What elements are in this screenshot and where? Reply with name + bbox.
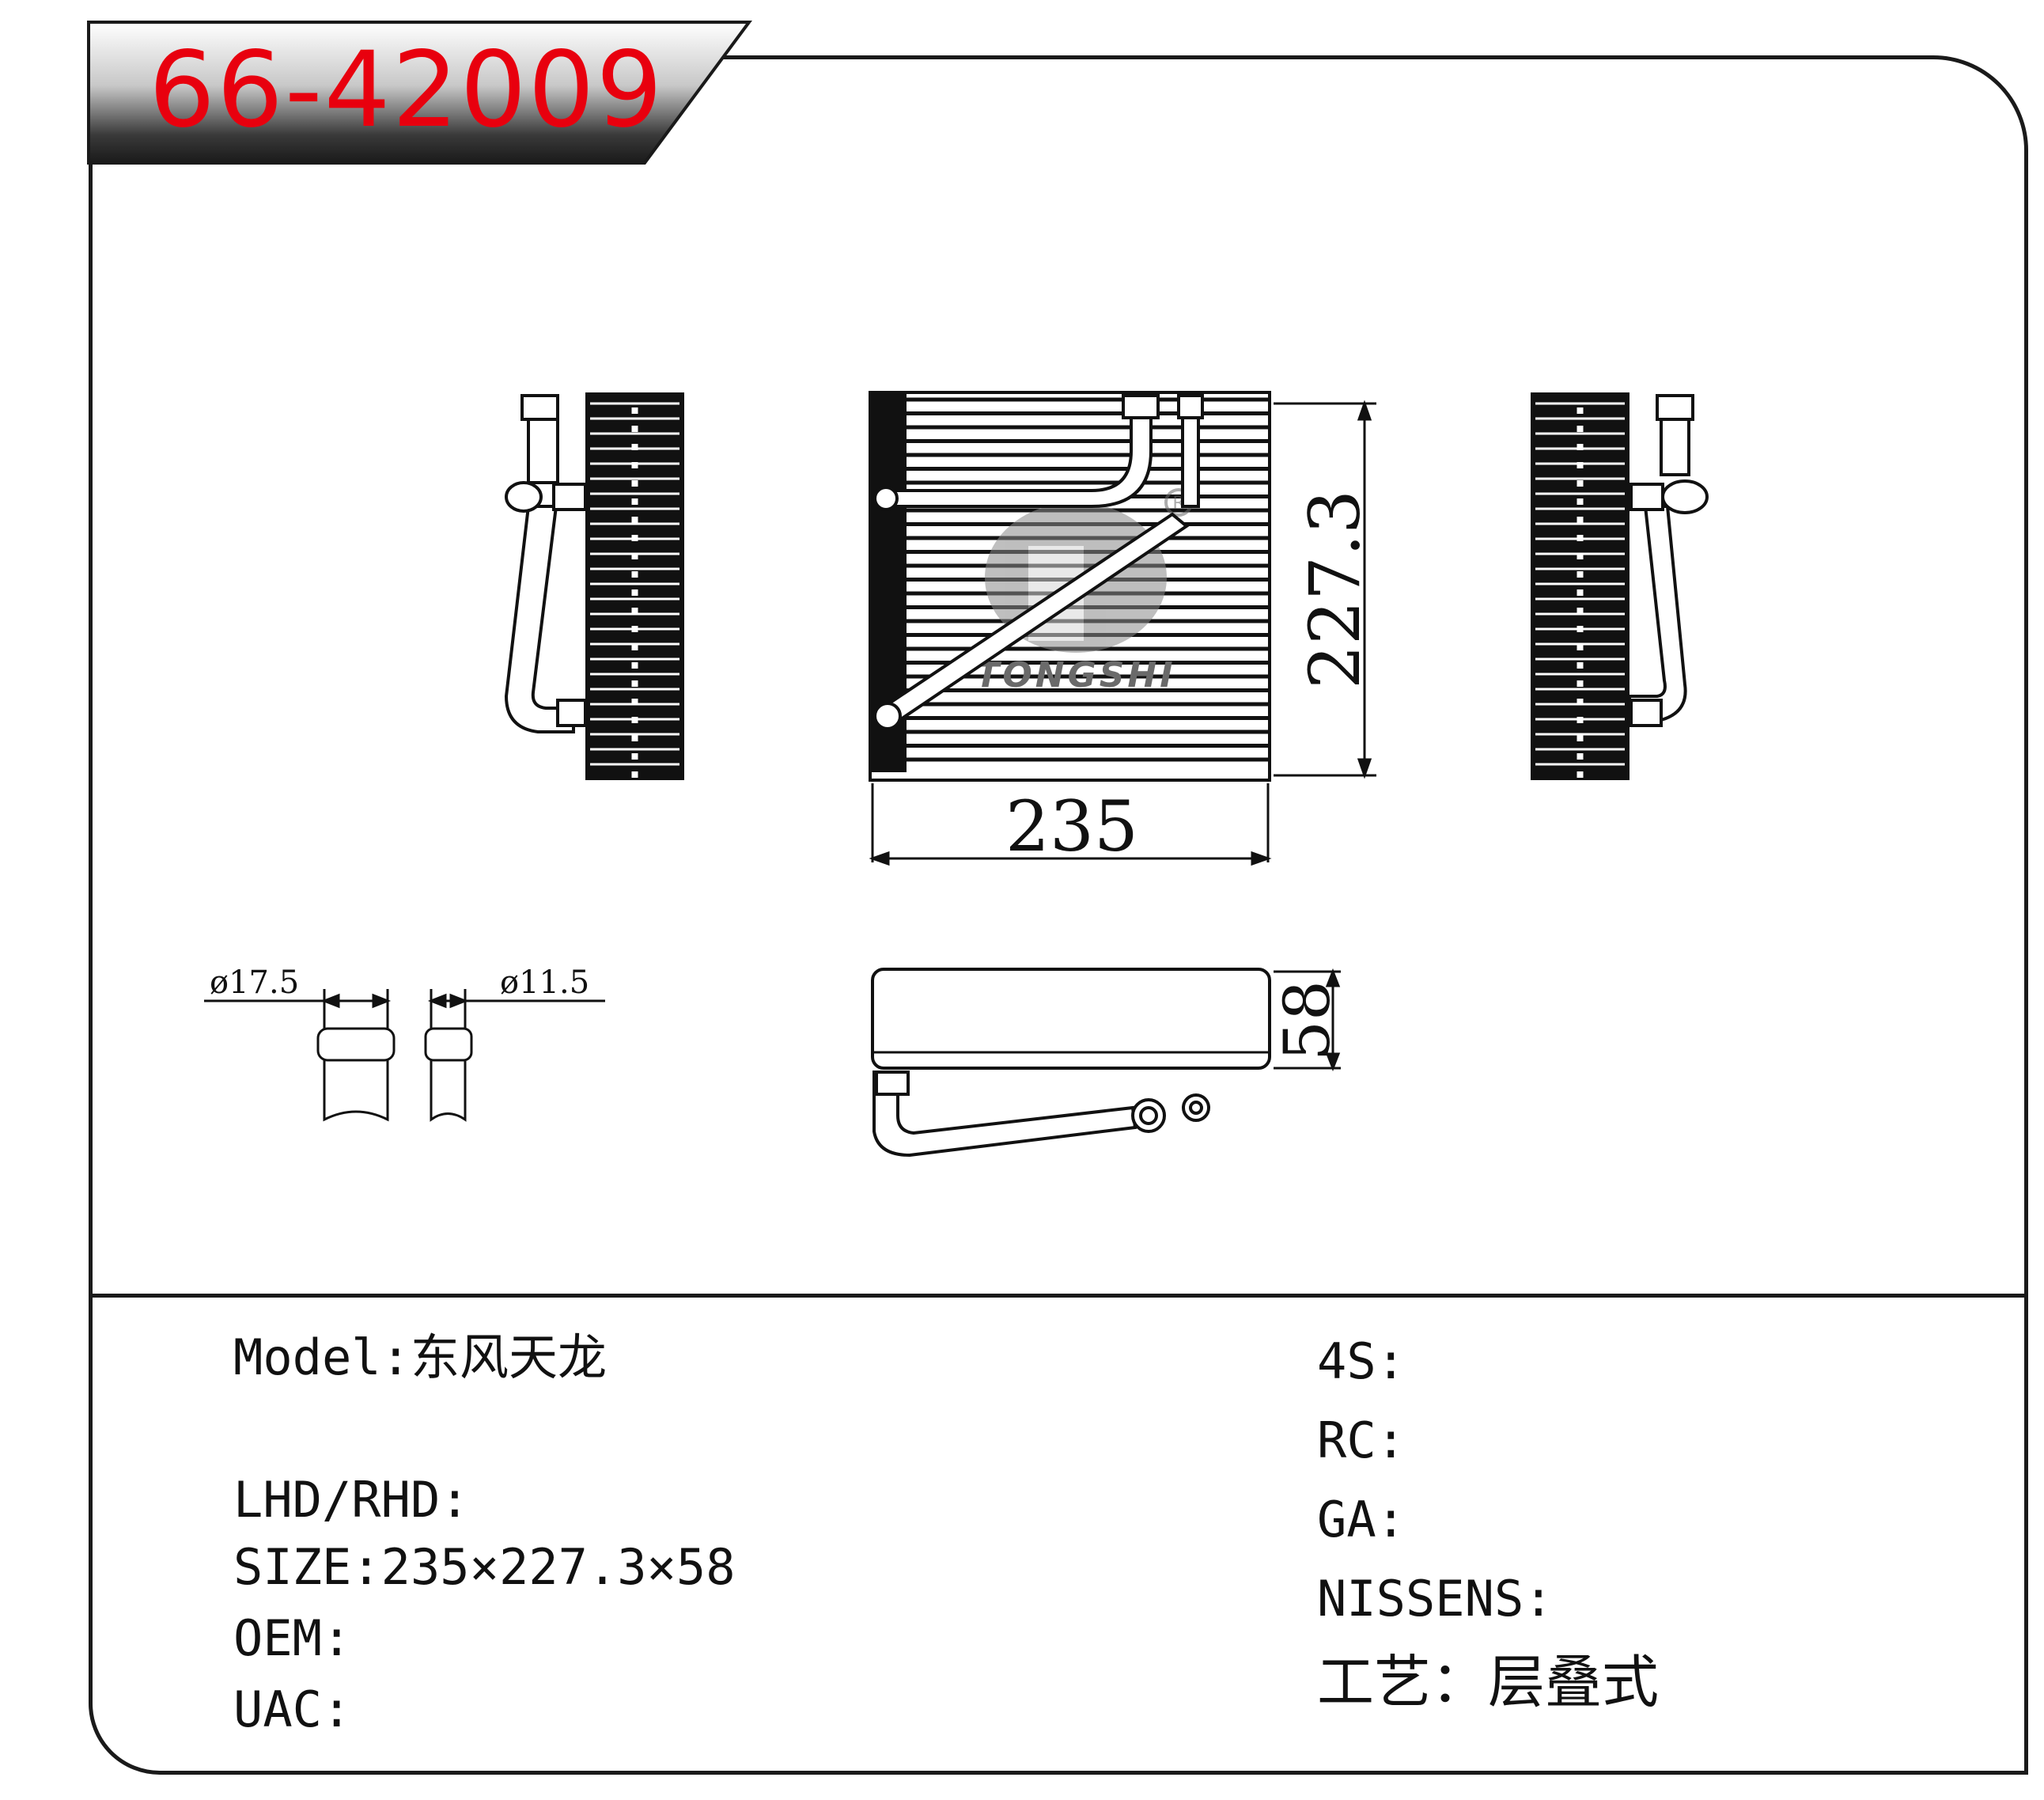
side-fin-dot bbox=[631, 462, 638, 468]
side-fin-dot bbox=[1577, 680, 1584, 687]
spec-4s: 4S: bbox=[1317, 1337, 1406, 1386]
height-label: 227.3 bbox=[1294, 490, 1376, 689]
side-fin-dot bbox=[1577, 589, 1584, 596]
side-fin-dot bbox=[1577, 626, 1584, 632]
side-fin-dot bbox=[1577, 644, 1584, 650]
right-side-fins bbox=[1531, 392, 1630, 780]
left-side-fins bbox=[585, 392, 684, 780]
drawing-frame bbox=[89, 55, 2028, 1775]
spec-process-value: 层叠式 bbox=[1488, 1649, 1660, 1715]
spec-process-label: 工艺： bbox=[1317, 1649, 1489, 1715]
side-fin-dot bbox=[1577, 407, 1584, 414]
spec-uac: UAC: bbox=[233, 1685, 351, 1734]
side-fin-dot bbox=[1577, 426, 1584, 432]
spec-model: Model:东风天龙 bbox=[233, 1333, 607, 1382]
side-fin-dot bbox=[1577, 444, 1584, 450]
front-view-pipes bbox=[873, 394, 1204, 730]
left-side-view bbox=[504, 392, 684, 780]
side-fin-dot bbox=[631, 626, 638, 632]
right-side-view bbox=[1531, 392, 1709, 780]
side-fin-dot bbox=[1577, 462, 1584, 468]
side-fin-dot bbox=[1577, 535, 1584, 541]
side-fin-dot bbox=[631, 699, 638, 705]
pipe-large-diameter: ø17.5 bbox=[210, 964, 299, 1001]
side-fin-dot bbox=[631, 426, 638, 432]
spec-uac-label: UAC: bbox=[233, 1681, 352, 1738]
spec-model-label: Model: bbox=[233, 1328, 411, 1386]
side-fin-dot bbox=[1577, 699, 1584, 705]
side-fin-dot bbox=[631, 517, 638, 523]
spec-rc: RC: bbox=[1317, 1416, 1406, 1465]
front-view: R TONGSHI 227.3 235 bbox=[869, 391, 1376, 867]
side-fin-dot bbox=[631, 753, 638, 760]
spec-size-value: 235×227.3×58 bbox=[380, 1538, 736, 1596]
spec-oem-label: OEM: bbox=[233, 1609, 352, 1667]
side-fin-dot bbox=[631, 680, 638, 687]
spec-lhd-rhd: LHD/RHD: bbox=[233, 1476, 470, 1525]
title-tab bbox=[87, 21, 752, 165]
side-fin-dot bbox=[631, 553, 638, 559]
side-fin-dot bbox=[1577, 553, 1584, 559]
width-label: 235 bbox=[1005, 786, 1138, 867]
depth-dimension bbox=[1274, 968, 1341, 1072]
side-fin-dot bbox=[1577, 498, 1584, 505]
side-fin-dot bbox=[1577, 753, 1584, 760]
side-fin-dot bbox=[631, 771, 638, 778]
side-fin-dot bbox=[631, 608, 638, 614]
spec-oem: OEM: bbox=[233, 1614, 351, 1663]
height-dimension bbox=[1274, 400, 1376, 779]
technical-drawing: R TONGSHI 227.3 235 bbox=[204, 391, 1709, 1158]
pipe-small-diameter: ø11.5 bbox=[500, 964, 589, 1001]
side-fin-dot bbox=[1577, 517, 1584, 523]
width-dimension bbox=[869, 783, 1272, 866]
side-fin-dot bbox=[631, 735, 638, 741]
side-stack-body bbox=[1531, 392, 1630, 780]
spec-size-label: SIZE: bbox=[233, 1538, 381, 1596]
pipe-fitting-detail bbox=[204, 989, 605, 1122]
side-fin-dot bbox=[1577, 480, 1584, 487]
side-fin-dot bbox=[631, 444, 638, 450]
side-fin-dot bbox=[631, 644, 638, 650]
side-fin-dot bbox=[1577, 771, 1584, 778]
side-fin-dot bbox=[631, 717, 638, 723]
spec-ga-label: GA: bbox=[1317, 1491, 1406, 1548]
section-divider bbox=[89, 1294, 2028, 1298]
watermark-text: TONGSHI bbox=[975, 655, 1175, 695]
side-fin-dot bbox=[631, 571, 638, 578]
spec-4s-label: 4S: bbox=[1317, 1332, 1406, 1390]
side-fin-dot bbox=[631, 407, 638, 414]
top-view: 58 bbox=[871, 968, 1344, 1158]
spec-ga: GA: bbox=[1317, 1495, 1406, 1544]
spec-nissens-label: NISSENS: bbox=[1317, 1570, 1554, 1628]
side-fin-dot bbox=[1577, 662, 1584, 669]
side-fin-dot bbox=[1577, 571, 1584, 578]
spec-rc-label: RC: bbox=[1317, 1412, 1406, 1469]
side-fin-dot bbox=[631, 589, 638, 596]
spec-nissens: NISSENS: bbox=[1317, 1575, 1554, 1624]
part-number-title: 66-42009 bbox=[149, 29, 664, 151]
spec-process: 工艺：层叠式 bbox=[1317, 1654, 1659, 1711]
spec-size: SIZE:235×227.3×58 bbox=[233, 1543, 736, 1592]
side-fin-dot bbox=[1577, 608, 1584, 614]
spec-lhd-rhd-label: LHD/RHD: bbox=[233, 1471, 470, 1529]
side-fin-dot bbox=[631, 662, 638, 669]
side-fin-dot bbox=[1577, 735, 1584, 741]
side-fin-dot bbox=[631, 535, 638, 541]
side-fin-dot bbox=[631, 480, 638, 487]
depth-label: 58 bbox=[1270, 980, 1344, 1061]
side-stack-body bbox=[585, 392, 684, 780]
spec-model-value: 东风天龙 bbox=[410, 1328, 607, 1386]
side-fin-dot bbox=[1577, 717, 1584, 723]
side-fin-dot bbox=[631, 498, 638, 505]
